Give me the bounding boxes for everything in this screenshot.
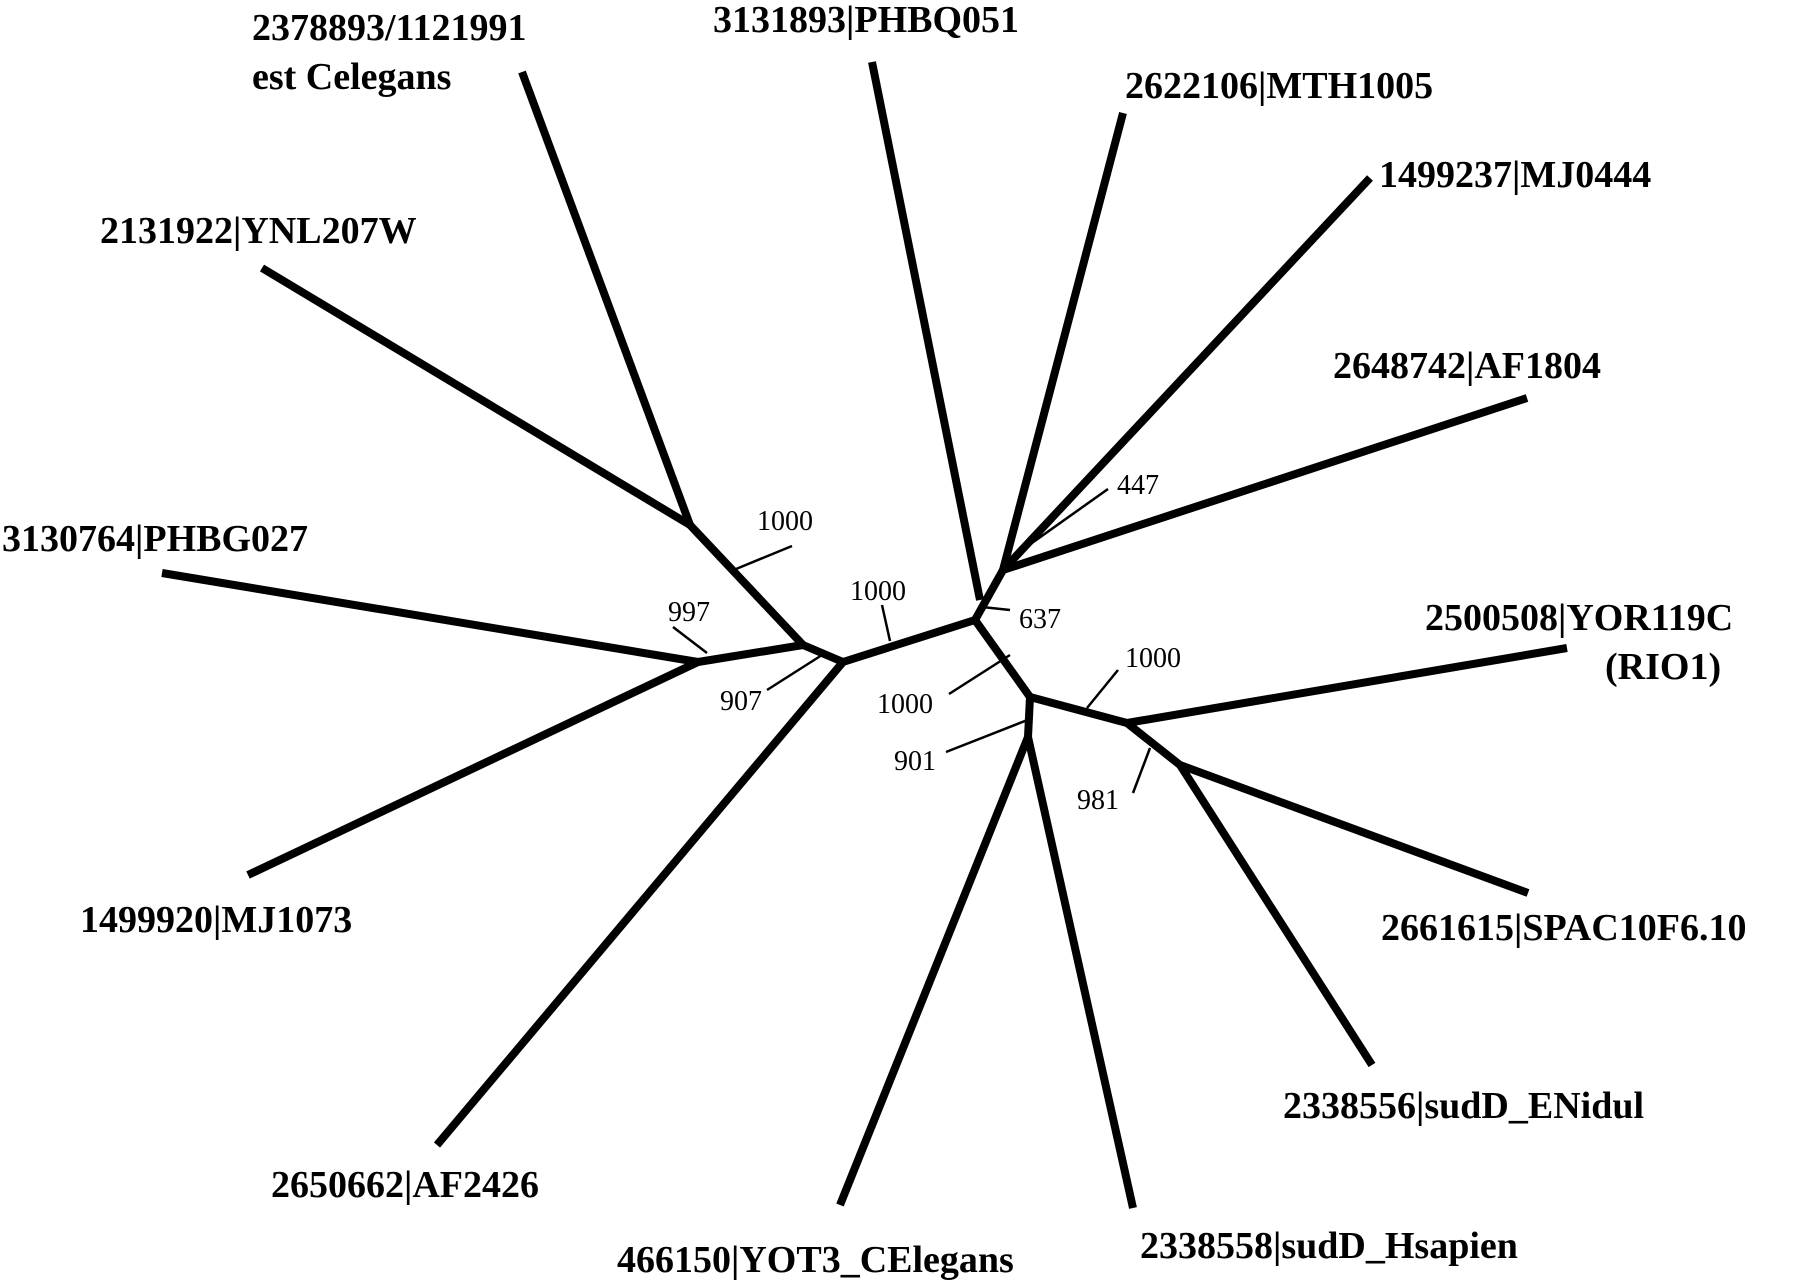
leaf-label-mj0444: 1499237|MJ0444: [1379, 154, 1651, 196]
branches: [161, 61, 1568, 1209]
branch-leaf-celegans: [518, 70, 694, 527]
bootstrap-label-637: 637: [1019, 604, 1061, 635]
leaf-label-rio1-line2: (RIO1): [1605, 646, 1721, 688]
branch-leaf-hsapien: [1024, 736, 1137, 1209]
branch-internal-907: [801, 641, 845, 666]
leaf-label-rio1: 2500508|YOR119C (RIO1): [1425, 597, 1743, 688]
branch-internal-901: [1024, 696, 1034, 738]
branch-leaf-phbg027: [161, 569, 699, 666]
leaf-label-hsapien: 2338558|sudD_Hsapien: [1140, 1225, 1518, 1267]
branch-leaf-yot3: [836, 735, 1032, 1207]
branch-internal-997: [697, 641, 804, 666]
leader-907: [766, 653, 823, 692]
bootstrap-label-1000-a: 1000: [757, 506, 813, 537]
leaf-label-celegans-line1: 2378893/1121991: [252, 7, 526, 49]
leaf-label-spac: 2661615|SPAC10F6.10: [1381, 907, 1747, 949]
bootstrap-label-1000-b: 1000: [850, 576, 906, 607]
bootstrap-label-1000-c: 1000: [877, 689, 933, 720]
leaf-label-mth1005: 2622106|MTH1005: [1125, 65, 1433, 107]
leader-1000-d: [1086, 669, 1119, 709]
branch-leaf-af1804: [1001, 394, 1529, 574]
leader-997: [672, 626, 708, 654]
bootstrap-label-901: 901: [894, 746, 936, 777]
bootstrap-label-907: 907: [720, 686, 762, 717]
branch-root-left: [841, 616, 977, 666]
bootstrap-label-997: 997: [668, 597, 710, 628]
branch-leaf-ynl207w: [259, 264, 693, 529]
leader-901: [945, 717, 1031, 754]
leaf-label-af1804: 2648742|AF1804: [1333, 345, 1601, 387]
bootstrap-label-447: 447: [1117, 470, 1159, 501]
branch-leaf-phbq051: [868, 61, 984, 601]
bootstrap-leaders: [672, 487, 1152, 794]
leaf-label-celegans-line2: est Celegans: [252, 56, 451, 98]
bootstrap-labels: 1000 997 907 1000 637 447 1000 1000 901 …: [668, 470, 1181, 816]
leader-1000-b: [880, 604, 892, 642]
branch-leaf-mj1073: [246, 658, 700, 879]
branch-leaf-af2426: [433, 659, 847, 1148]
leaf-label-phbg027: 3130764|PHBG027: [2, 518, 308, 560]
bootstrap-label-981: 981: [1077, 785, 1119, 816]
leaf-label-phbq051: 3131893|PHBQ051: [713, 0, 1019, 41]
leader-1000-a: [735, 544, 793, 571]
branch-leaf-mth1005: [999, 111, 1127, 572]
branch-leaf-spac: [1178, 761, 1530, 897]
branch-leaf-mj0444: [1000, 175, 1373, 573]
leader-447: [1014, 487, 1109, 557]
leaf-label-mj1073: 1499920|MJ1073: [80, 899, 352, 941]
branch-internal-1000-left: [687, 522, 806, 648]
branch-internal-637: [971, 568, 1007, 622]
leaf-label-af2426: 2650662|AF2426: [271, 1164, 539, 1206]
leaf-labels: 2378893/1121991 est Celegans 3131893|PHB…: [2, 0, 1747, 1281]
leaf-label-ynl207w: 2131922|YNL207W: [100, 210, 417, 252]
leaf-label-rio1-line1: 2500508|YOR119C: [1425, 597, 1733, 639]
leader-981: [1131, 747, 1152, 794]
leader-1000-c: [948, 653, 1011, 696]
branch-internal-1000-right: [1028, 693, 1129, 727]
branch-leaf-rio1: [1126, 644, 1568, 727]
branch-internal-981: [1124, 719, 1183, 769]
leaf-label-yot3: 466150|YOT3_CElegans: [617, 1239, 1014, 1281]
leaf-label-celegans: 2378893/1121991 est Celegans: [252, 7, 536, 98]
bootstrap-label-1000-d: 1000: [1125, 643, 1181, 674]
branch-leaf-enidul: [1176, 762, 1376, 1068]
leaf-label-enidul: 2338556|sudD_ENidul: [1283, 1085, 1644, 1127]
leader-637: [981, 605, 1011, 612]
